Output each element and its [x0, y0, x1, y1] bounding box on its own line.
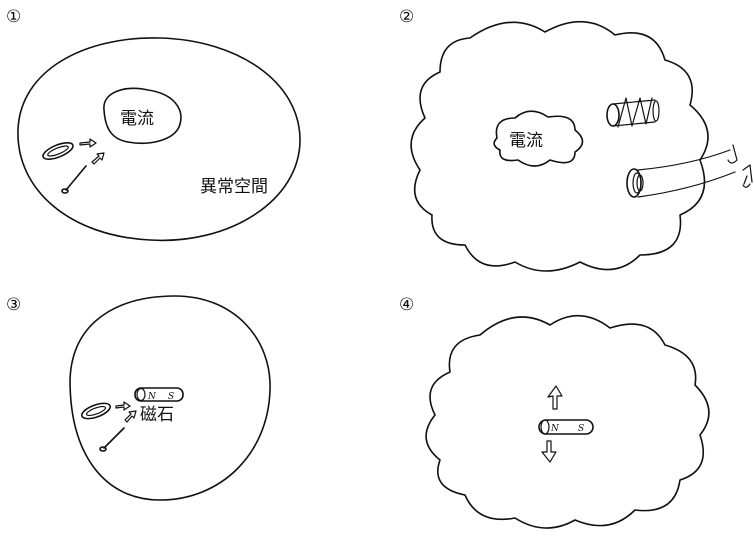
arrow-up-right-icon — [124, 410, 137, 423]
magnet-s-label: S — [168, 392, 174, 402]
panel-2: ② 電流 — [399, 7, 753, 272]
panel-3-boundary-circle — [69, 295, 271, 501]
ring-icon — [42, 142, 74, 160]
music-note-icon — [727, 144, 753, 188]
panel-4-cloud-boundary — [425, 314, 710, 529]
magnet-n-label: N — [550, 424, 560, 434]
panel-1-boundary-circle — [17, 37, 301, 242]
panel-2-cloud-boundary — [410, 20, 709, 272]
nail-icon — [61, 165, 87, 194]
nail-icon — [99, 427, 125, 452]
arrow-down-icon — [541, 440, 557, 463]
coil-icon — [606, 97, 660, 128]
panel-2-current-blob — [493, 110, 584, 167]
magnet-n-label: N — [147, 392, 157, 402]
magnet-icon: N S — [134, 387, 184, 402]
magnet-s-label: S — [578, 424, 584, 434]
magnet-icon: N S — [538, 419, 594, 435]
panel-2-current-label: 電流 — [509, 131, 543, 151]
panel-3: ③ N S 磁石 — [6, 295, 271, 501]
panel-3-magnet-label: 磁石 — [140, 405, 174, 425]
ring-icon — [80, 402, 112, 420]
panel-1-current-label: 電流 — [120, 109, 154, 129]
panel-4-marker: ④ — [399, 295, 414, 315]
arrow-up-icon — [547, 385, 563, 410]
panel-2-marker: ② — [399, 7, 414, 27]
arrow-right-icon — [115, 401, 131, 411]
panel-1-anomaly-space-label: 異常空間 — [200, 177, 268, 197]
panel-1-current-blob — [103, 87, 182, 144]
arrow-up-right-icon — [91, 152, 105, 165]
panel-1: ① 電流 異常空間 — [6, 7, 301, 242]
panel-3-marker: ③ — [6, 295, 21, 315]
speaker-icon — [626, 149, 736, 198]
panel-1-marker: ① — [6, 7, 21, 27]
panel-4: ④ N S — [399, 295, 710, 529]
arrow-right-icon — [79, 138, 97, 148]
